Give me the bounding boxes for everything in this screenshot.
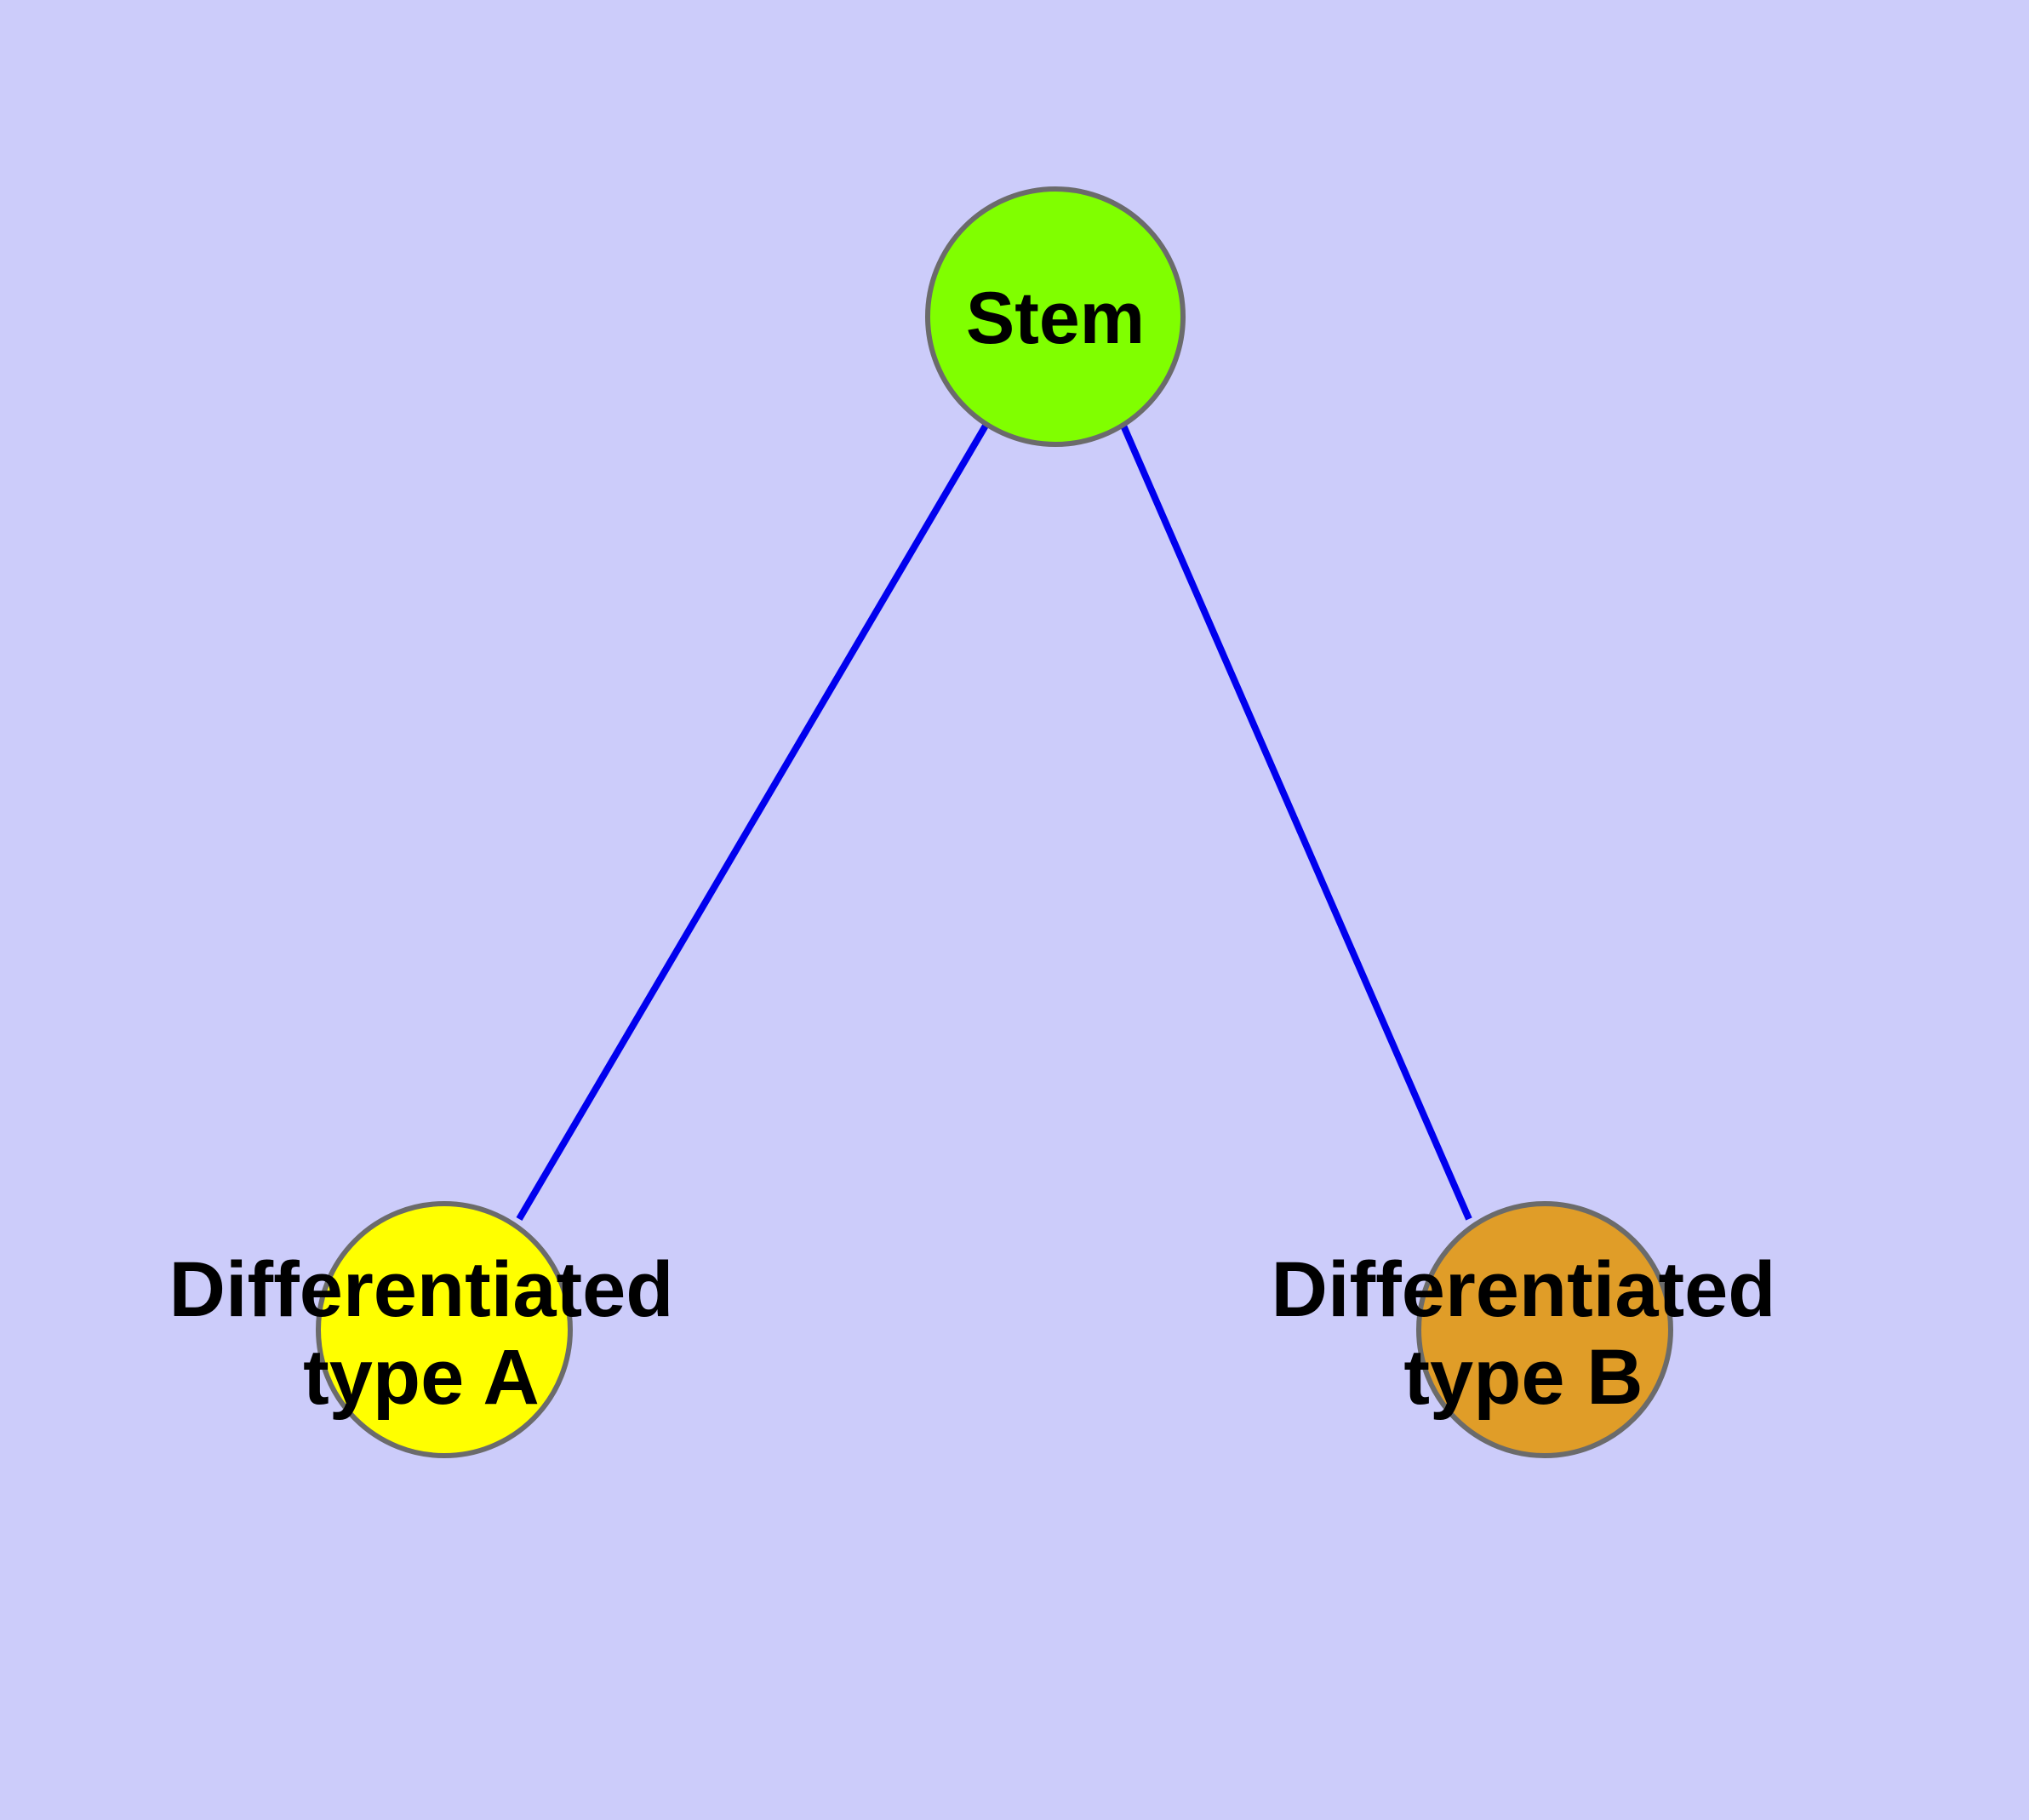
edge-stem-to-differentiated-type-b[interactable]	[1120, 424, 1472, 1221]
edge-layer	[516, 423, 1472, 1222]
node-differentiated-type-b[interactable]	[1416, 1201, 1673, 1458]
edge-stem-to-differentiated-type-a[interactable]	[516, 423, 989, 1222]
node-stem[interactable]	[925, 186, 1186, 447]
node-layer	[316, 186, 1673, 1458]
node-differentiated-type-a[interactable]	[316, 1201, 573, 1458]
